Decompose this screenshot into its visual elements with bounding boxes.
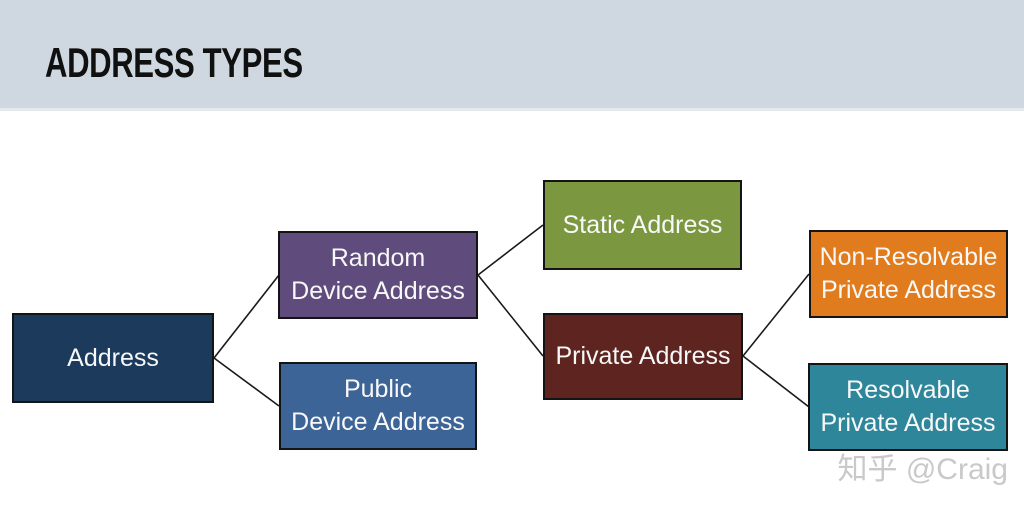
node-address: Address <box>12 313 214 403</box>
watermark: 知乎 @Craig <box>837 453 1008 486</box>
node-label: Non-Resolvable <box>819 243 998 271</box>
node-label: Public <box>343 375 413 403</box>
edge-random-private <box>477 274 544 357</box>
node-random-device-address: Random Device Address <box>278 231 478 319</box>
node-private-address: Private Address <box>543 313 743 400</box>
node-public-device-address: Public Device Address <box>279 362 477 450</box>
node-label: Static Address <box>562 210 723 239</box>
page-title: ADDRESS TYPES <box>45 39 303 86</box>
edge-address-public <box>213 357 280 407</box>
node-label: Random <box>330 244 426 272</box>
edge-private-resolvable <box>742 355 810 408</box>
node-label: Device Address <box>291 408 465 436</box>
header-band: ADDRESS TYPES <box>0 0 1024 111</box>
node-resolvable-private-address: Resolvable Private Address <box>808 363 1008 451</box>
node-label: Device Address <box>291 277 465 305</box>
node-label: Private Address <box>555 342 731 370</box>
node-label: Address <box>67 343 159 372</box>
edge-random-static <box>477 224 544 276</box>
edge-private-nonresolvable <box>742 273 810 357</box>
node-label: Resolvable <box>846 376 970 404</box>
node-static-address: Static Address <box>543 180 742 270</box>
node-non-resolvable-private-address: Non-Resolvable Private Address <box>809 230 1008 318</box>
node-label: Private Address <box>820 409 996 437</box>
node-label: Private Address <box>820 276 997 304</box>
edge-address-random <box>213 274 280 359</box>
